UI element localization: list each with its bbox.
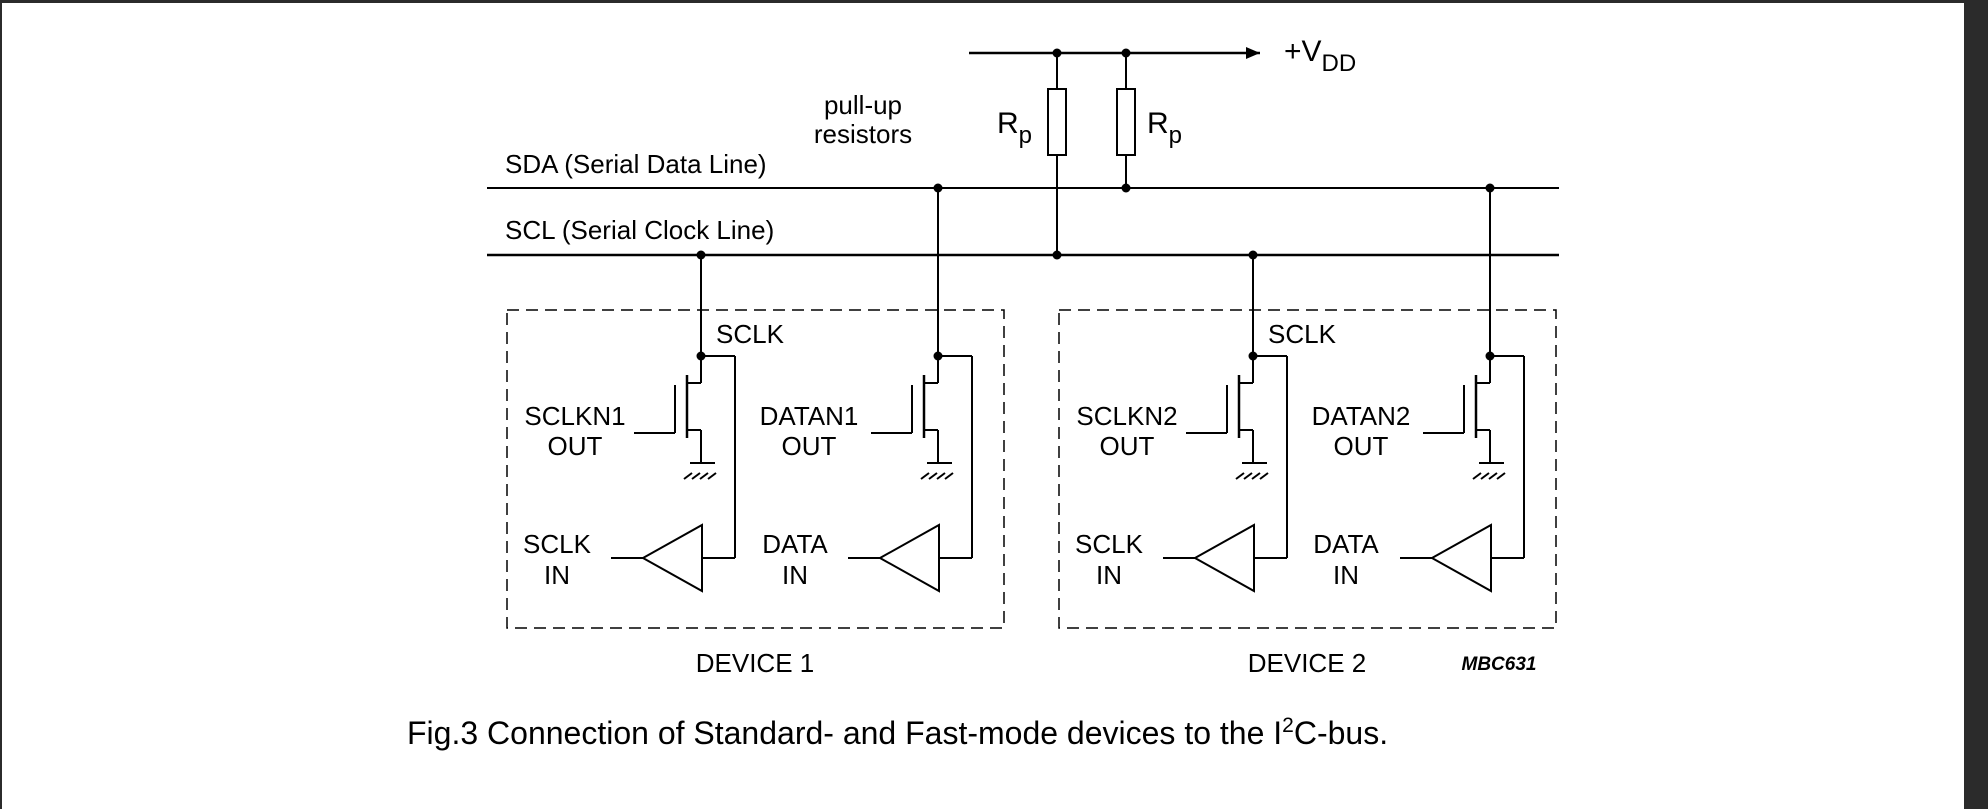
device-1-clock-in-label-1: SCLK <box>523 529 592 559</box>
device-2-data-in-label-1: DATA <box>1313 529 1379 559</box>
resistor-2-label: Rp <box>1147 107 1182 149</box>
junction-dot <box>696 250 706 260</box>
device-1-data-in-buffer <box>877 523 940 593</box>
junction-dot <box>1052 48 1062 58</box>
device-2-data-in-label-2: IN <box>1333 560 1359 590</box>
device-2-name: DEVICE 2 <box>1248 648 1367 678</box>
junction-dot <box>1485 183 1495 193</box>
junction-dot <box>1248 250 1258 260</box>
resistor-2 <box>1116 88 1136 156</box>
device-2-data-ground-icon <box>1472 462 1506 480</box>
device-1-clock-out-label-2: OUT <box>548 431 603 461</box>
device-2-box <box>1058 309 1557 629</box>
junction-dot <box>1052 250 1062 260</box>
device-2-clock-in-label-1: SCLK <box>1075 529 1144 559</box>
resistor-1 <box>1047 88 1067 156</box>
device-2-data-out-label-1: DATAN2 <box>1312 401 1411 431</box>
device-2-clock-ground-icon <box>1235 462 1269 480</box>
device-1-data-ground-icon <box>920 462 954 480</box>
device-2-clock-out-label-2: OUT <box>1100 431 1155 461</box>
junction-dot <box>933 351 943 361</box>
device-1-clock-in-label-2: IN <box>544 560 570 590</box>
junction-dot <box>1248 351 1258 361</box>
device-1-data-in-label-1: DATA <box>762 529 828 559</box>
figure-caption: Fig.3 Connection of Standard- and Fast-m… <box>407 714 1388 751</box>
vdd-arrow-icon <box>1246 47 1260 59</box>
junction-dot <box>933 183 943 193</box>
device-2-data-in-buffer <box>1429 523 1492 593</box>
junction-dot <box>1485 351 1495 361</box>
sda-label: SDA (Serial Data Line) <box>505 149 767 179</box>
device-1-data-in-label-2: IN <box>782 560 808 590</box>
resistor-1-label: Rp <box>997 107 1032 149</box>
pullup-label-line2: resistors <box>814 119 912 149</box>
device-2-data-out-label-2: OUT <box>1334 431 1389 461</box>
device-1-clock-ground-icon <box>683 462 717 480</box>
junction-dot <box>696 351 706 361</box>
junction-dot <box>1121 183 1131 193</box>
vdd-label: +VDD <box>1284 35 1356 77</box>
device-1-data-out-label-1: DATAN1 <box>760 401 859 431</box>
device-1-name: DEVICE 1 <box>696 648 815 678</box>
figure-page: +VDD pull-up resistors Rp Rp SDA (Serial… <box>2 3 1964 809</box>
device-1-box <box>506 309 1005 629</box>
device-2-clock-in-label-2: IN <box>1096 560 1122 590</box>
i2c-bus-diagram: +VDD pull-up resistors Rp Rp SDA (Serial… <box>407 35 1559 751</box>
junction-dot <box>1121 48 1131 58</box>
scl-label: SCL (Serial Clock Line) <box>505 215 774 245</box>
figure-code: MBC631 <box>1462 654 1537 675</box>
pullup-label-line1: pull-up <box>824 90 902 120</box>
device-2-clock-out-label-1: SCLKN2 <box>1076 401 1177 431</box>
device-1-sclk-node-label: SCLK <box>716 319 785 349</box>
device-2-sclk-node-label: SCLK <box>1268 319 1337 349</box>
device-1-clock-in-buffer <box>640 523 703 593</box>
device-1-clock-out-label-1: SCLKN1 <box>524 401 625 431</box>
device-2-clock-in-buffer <box>1192 523 1255 593</box>
device-1-data-out-label-2: OUT <box>782 431 837 461</box>
